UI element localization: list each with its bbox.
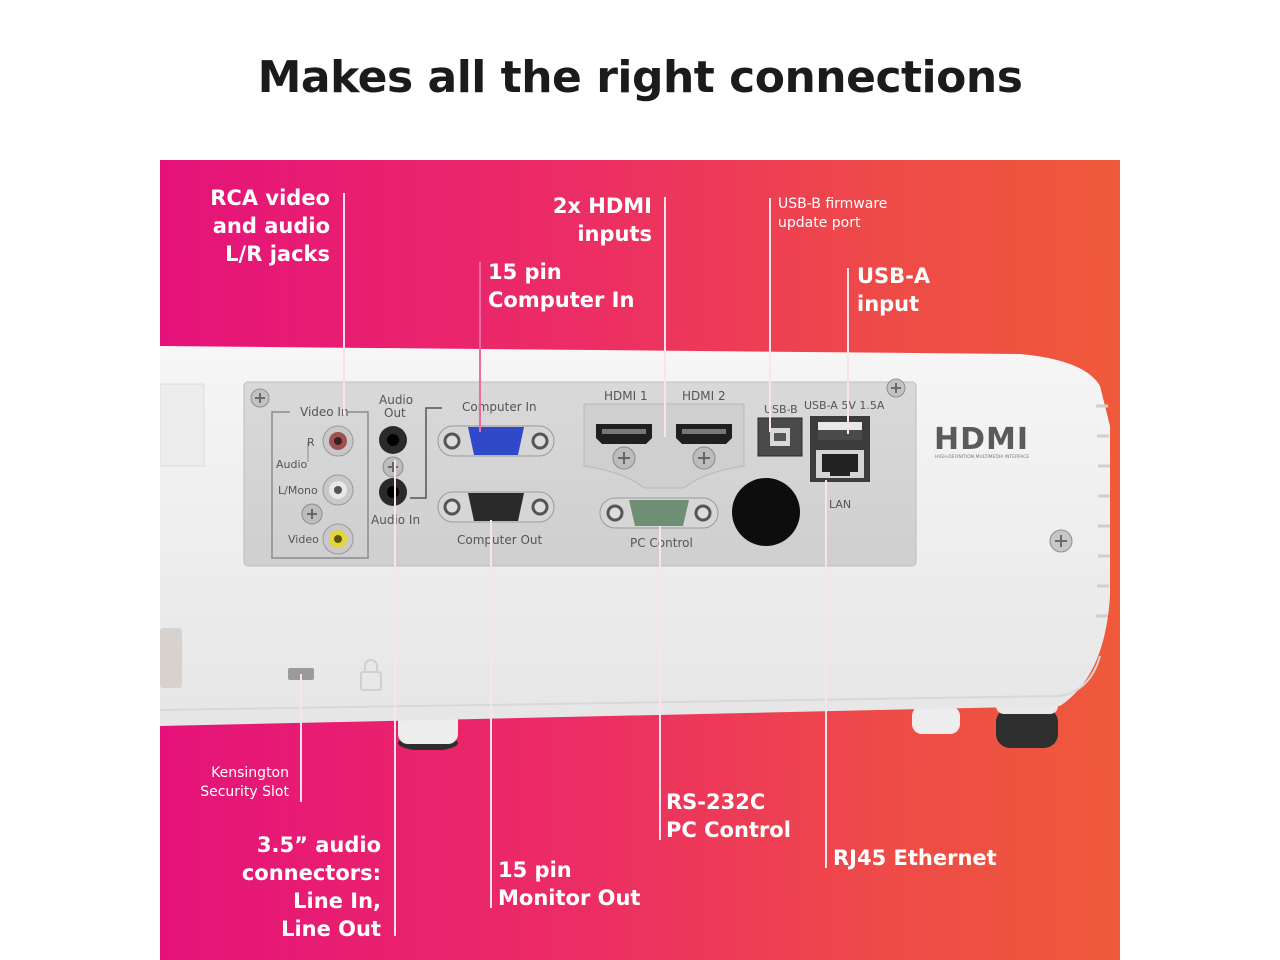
leader-usb-a (847, 268, 849, 434)
callout-rs232c-pc-control: RS-232C PC Control (666, 790, 791, 842)
leader-kensington (300, 674, 302, 802)
projector-body: HDMI HIGH-DEFINITION MULTIMEDIA INTERFAC… (160, 346, 1110, 750)
label-audio-out-2: Out (384, 406, 406, 420)
leader-hdmi (664, 197, 666, 437)
hdmi-logo: HDMI (934, 422, 1029, 457)
screw-icon (301, 503, 323, 525)
vga-computer-out-port (437, 491, 555, 523)
leader-usb-b (769, 198, 771, 432)
callout-rj45-ethernet: RJ45 Ethernet (833, 846, 997, 870)
page-title: Makes all the right connections (257, 52, 1023, 103)
rca-jack-video (322, 523, 354, 555)
label-computer-in: Computer In (462, 400, 537, 414)
label-pc-control: PC Control (630, 536, 693, 550)
hdmi-2-port (676, 424, 732, 444)
label-hdmi-2: HDMI 2 (682, 389, 726, 403)
label-hdmi-1: HDMI 1 (604, 389, 648, 403)
label-computer-out: Computer Out (457, 533, 543, 547)
label-video-in: Video In (300, 405, 349, 419)
callout-usb-b-firmware: USB-B firmware update port (778, 196, 888, 231)
leader-audio35 (394, 460, 396, 936)
label-r: R (307, 436, 315, 449)
round-port (732, 478, 800, 546)
screw-icon (612, 446, 716, 470)
usb-b-port (757, 417, 803, 457)
rca-jack-l (322, 474, 354, 506)
label-video: Video (288, 533, 319, 546)
label-audio: Audio (276, 458, 308, 471)
audio-in-jack (379, 478, 407, 506)
leader-vga-out (490, 520, 492, 908)
screw-icon (382, 456, 404, 478)
label-usb-b: USB-B (764, 403, 798, 416)
lan-port (816, 450, 864, 478)
screw-icon (250, 378, 1073, 553)
label-l-mono: L/Mono (278, 484, 318, 497)
label-audio-out-1: Audio (379, 393, 413, 407)
audio-out-jack (379, 426, 407, 454)
callout-kensington-slot: Kensington Security Slot (200, 765, 289, 800)
leader-rs232 (659, 526, 661, 840)
leader-vga-in (479, 262, 481, 432)
projector-scene: HDMI HIGH-DEFINITION MULTIMEDIA INTERFAC… (160, 160, 1120, 960)
vga-computer-in-port (437, 425, 555, 457)
foot-right (996, 708, 1058, 748)
hdmi-logo-tagline: HIGH-DEFINITION MULTIMEDIA INTERFACE (935, 454, 1029, 460)
label-audio-in: Audio In (371, 513, 420, 527)
callout-2x-hdmi-inputs: 2x HDMI inputs (552, 194, 652, 246)
label-lan: LAN (829, 498, 851, 511)
callout-usb-a-input: USB-A input (857, 264, 931, 316)
leader-rca (343, 193, 345, 415)
rca-jack-r (322, 425, 354, 457)
lock-icon (360, 659, 382, 691)
leader-rj45 (825, 480, 827, 868)
callout-15pin-monitor-out: 15 pin Monitor Out (498, 858, 641, 910)
callout-3-5-audio: 3.5” audio connectors: Line In, Line Out (241, 833, 381, 941)
label-usb-a: USB-A 5V 1.5A (804, 399, 885, 412)
callout-rca-video-audio: RCA video and audio L/R jacks (210, 186, 330, 266)
rs232c-port (599, 497, 719, 529)
hdmi-1-port (596, 424, 652, 444)
callout-15pin-computer-in: 15 pin Computer In (488, 260, 635, 312)
